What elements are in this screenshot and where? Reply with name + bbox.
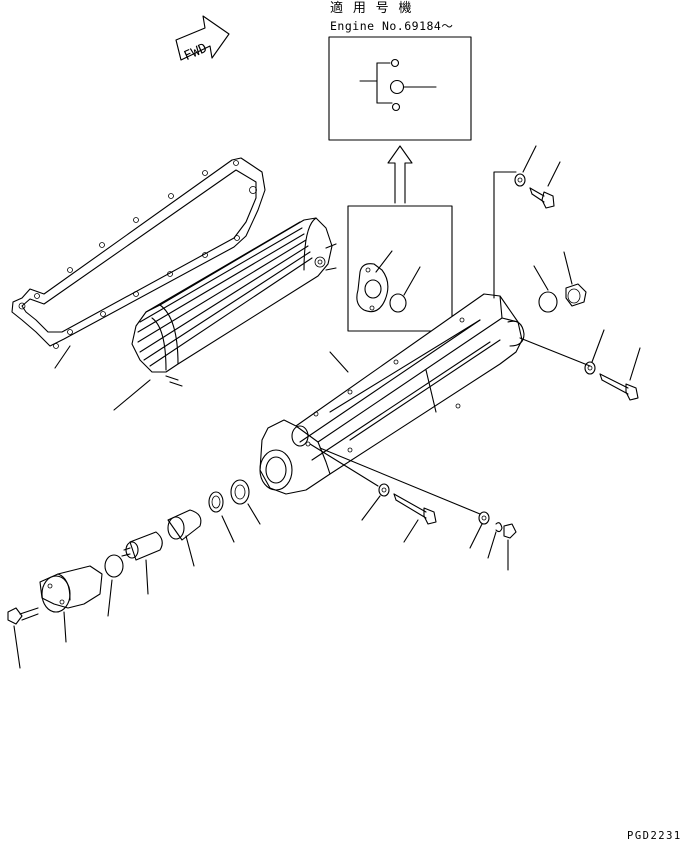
leader-cover-top (493, 171, 517, 299)
bolt-lower-left (7, 607, 39, 669)
cooler-gasket (11, 157, 266, 369)
applicability-title: 適 用 号 機 (330, 0, 412, 16)
up-arrow (387, 145, 413, 204)
fwd-label: FWD (182, 41, 210, 64)
oil-cooler-element (113, 217, 337, 411)
washer-bolt-right (519, 329, 641, 401)
inset-box-applicable (328, 36, 472, 141)
washer-bolt-center (309, 443, 437, 543)
regulator-valve-parts (104, 479, 261, 617)
washer-nut-set (319, 447, 517, 571)
plug-and-oring (533, 251, 587, 313)
drawing-code: PGD2231 (627, 830, 682, 842)
regulator-housing (39, 565, 103, 643)
cooler-cover (259, 293, 525, 495)
inset-box-gasket (347, 205, 453, 332)
engine-serial-label: Engine No.69184～ (330, 19, 453, 33)
fwd-direction-arrow: FWD (175, 15, 230, 64)
washer-bolt-upper (514, 145, 561, 209)
